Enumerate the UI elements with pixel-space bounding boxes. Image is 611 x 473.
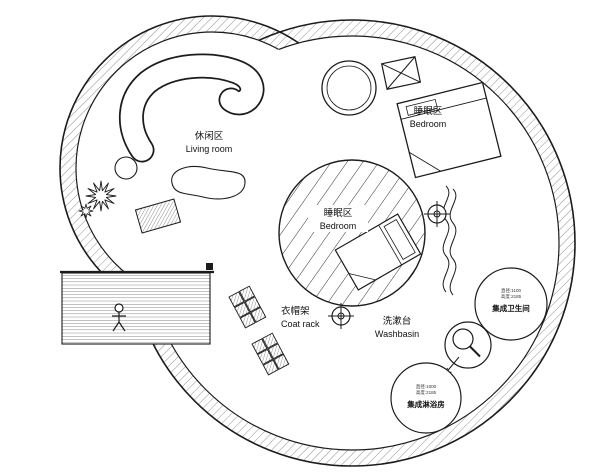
coat-rack-lower [251, 332, 290, 376]
label-shower-pod: 集成淋浴房 [406, 399, 445, 409]
blanket-fold [348, 273, 376, 281]
bed-upper [396, 81, 502, 179]
bed-center [334, 213, 422, 291]
right-inner-wall-line [144, 35, 560, 451]
deck-floor [61, 272, 211, 345]
equipment-box-icon [380, 56, 422, 90]
label-washbasin-zh: 洗漱台 [383, 315, 412, 327]
label-washbasin-en: Washbasin [375, 329, 419, 339]
label-bedroom-center-en: Bedroom [320, 221, 357, 231]
label-bathroom-pod: 集成卫生间 [491, 303, 530, 313]
label-living-room-en: Living room [186, 144, 233, 154]
bathroom-pod-circle [474, 267, 548, 341]
side-table [114, 156, 138, 180]
bedroom-center-zone: 睡眠区 Bedroom [278, 159, 426, 307]
drain-symbol-1 [424, 201, 450, 227]
pillow [405, 98, 438, 116]
bedroom-upper-zone: 睡眠区 Bedroom [396, 81, 502, 179]
round-table-inner [326, 65, 372, 111]
floor-mat [134, 198, 182, 234]
plant-icon [85, 180, 117, 212]
coat-rack-upper [228, 285, 267, 329]
entry-deck [60, 263, 214, 345]
coffee-table [171, 165, 246, 200]
wavy-partition [442, 185, 457, 296]
label-living-room-zh: 休闲区 [195, 130, 224, 142]
shower-pod-dim1: 直径:1000 [416, 383, 437, 389]
right-outer-wall-line [128, 19, 576, 467]
wall-end-cap [206, 263, 213, 270]
label-bedroom-upper-zh: 睡眠区 [414, 105, 443, 117]
shower-pod-circle [390, 362, 462, 434]
bathroom-pod-dim1: 直径:1100 [501, 287, 521, 293]
living-room-zone: 休闲区 Living room [78, 53, 265, 234]
coat-rack-zone: 衣帽架 Coat rack [228, 285, 320, 376]
person-icon [112, 303, 126, 332]
label-coat-rack-en: Coat rack [281, 319, 320, 329]
shower-pod-dim2: 高度:2185 [416, 389, 437, 396]
drain-symbol-2 [328, 303, 354, 329]
round-table [321, 60, 377, 116]
basin-bowl [452, 328, 474, 350]
blanket-fold [408, 151, 441, 172]
label-backdrop [308, 205, 368, 232]
label-bedroom-upper-en: Bedroom [410, 119, 447, 129]
shower-pod: 直径:1000 高度:2185 集成淋浴房 [390, 362, 462, 434]
bathroom-pod-dim2: 高度:2185 [501, 293, 522, 300]
small-plant-icon [78, 203, 94, 219]
curved-sofa [119, 53, 265, 163]
faucet [469, 345, 481, 358]
label-coat-rack-zh: 衣帽架 [281, 305, 310, 317]
label-bedroom-center-zh: 睡眠区 [324, 207, 353, 219]
bathroom-pod: 直径:1100 高度:2185 集成卫生间 [474, 267, 548, 341]
pillow [383, 218, 416, 261]
washbasin-zone: 洗漱台 Washbasin [375, 315, 492, 375]
